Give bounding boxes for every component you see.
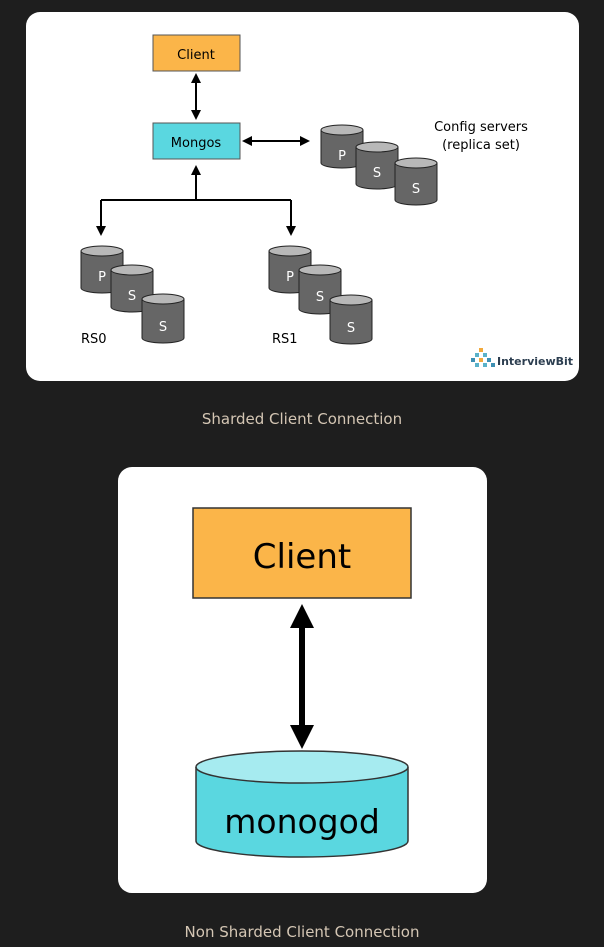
rs0-primary-server: P — [80, 245, 124, 294]
ns-client-node: Client — [192, 507, 412, 599]
rs0-secondary-server-2: S — [141, 293, 185, 344]
config-secondary-letter-1: S — [373, 166, 381, 181]
mongos-node: Mongos — [152, 122, 241, 160]
config-secondary-server-1: S — [355, 141, 399, 190]
rs0-secondary-letter-2: S — [159, 320, 167, 335]
rs1-primary-letter: P — [286, 270, 294, 285]
non-sharded-caption: Non Sharded Client Connection — [184, 923, 420, 941]
client-label: Client — [177, 48, 215, 63]
rs0-label: RS0 — [81, 332, 107, 347]
rs1-primary-server: P — [268, 245, 312, 294]
interviewbit-logo: InterviewBit — [471, 348, 573, 368]
non-sharded-diagram: Client monogod — [192, 507, 412, 858]
interviewbit-logo-icon — [471, 348, 495, 367]
rs1-label: RS1 — [272, 332, 298, 347]
rs1-secondary-server-2: S — [329, 294, 373, 345]
ns-db-label: monogod — [224, 802, 380, 841]
config-primary-letter: P — [338, 149, 346, 164]
ns-client-label: Client — [253, 537, 351, 577]
config-secondary-letter-2: S — [412, 182, 420, 197]
interviewbit-logo-text: InterviewBit — [497, 355, 573, 368]
mongos-shard-connector — [96, 165, 296, 236]
sharded-diagram: Client Mongos Config servers (replica se… — [80, 34, 573, 368]
rs0-primary-letter: P — [98, 270, 106, 285]
sharded-caption: Sharded Client Connection — [201, 410, 403, 428]
config-primary-server: P — [320, 124, 364, 169]
rs1-secondary-letter-1: S — [316, 290, 324, 305]
config-servers-subtitle: (replica set) — [442, 138, 520, 153]
rs0-secondary-letter-1: S — [128, 289, 136, 304]
client-node: Client — [152, 34, 241, 72]
config-servers-title: Config servers — [434, 120, 528, 135]
sharded-diagram-card: Client Mongos Config servers (replica se… — [26, 12, 579, 381]
ns-monogod-database: monogod — [195, 750, 409, 858]
config-secondary-server-2: S — [394, 157, 438, 206]
non-sharded-diagram-card: Client monogod — [118, 467, 487, 893]
rs1-secondary-letter-2: S — [347, 321, 355, 336]
mongos-label: Mongos — [171, 136, 222, 151]
